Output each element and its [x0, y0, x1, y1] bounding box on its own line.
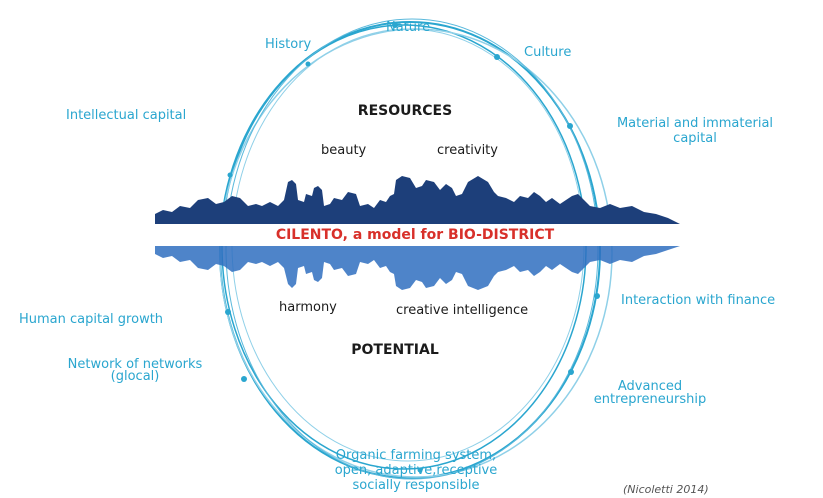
title-band [150, 224, 686, 246]
network-line2: (glocal) [110, 369, 160, 384]
citation: (Nicoletti 2014) [623, 483, 709, 496]
human-capital-growth-label: Human capital growth [19, 312, 164, 327]
organic-farming-label: Organic farming system, open, adaptive,r… [304, 448, 528, 493]
material-capital-line1: Material and immaterial [616, 116, 774, 131]
nature-label: Nature [386, 20, 431, 35]
advanced-line1: Advanced [617, 379, 683, 394]
skyline-silhouette [155, 176, 680, 224]
harmony-label: harmony [279, 300, 337, 315]
advanced-line2: entrepreneurship [593, 392, 707, 407]
organic-line2: open, adaptive,receptive [334, 463, 498, 478]
organic-line3: socially responsible [352, 478, 480, 493]
history-label: History [265, 37, 312, 52]
material-capital-line2: capital [673, 131, 717, 146]
ring-dots [225, 22, 600, 473]
diagram-title: CILENTO, a model for BIO-DISTRICT [275, 227, 555, 243]
intellectual-capital-label: Intellectual capital [66, 108, 187, 123]
beauty-label: beauty [321, 143, 367, 158]
network-line1: Network of networks [67, 357, 203, 372]
advanced-entrepreneurship-label: Advanced entrepreneurship [570, 379, 730, 407]
creativity-label: creativity [437, 143, 498, 158]
culture-label: Culture [524, 45, 572, 60]
interaction-finance-label: Interaction with finance [621, 293, 776, 308]
material-capital-label: Material and immaterial capital [590, 116, 800, 146]
skyline-reflection [155, 246, 680, 290]
organic-line1: Organic farming system, [335, 448, 497, 463]
resources-heading: RESOURCES [357, 103, 453, 119]
network-of-networks-label: Network of networks (glocal) [50, 357, 220, 384]
potential-heading: POTENTIAL [351, 342, 439, 358]
creative-intelligence-label: creative intelligence [396, 303, 529, 318]
